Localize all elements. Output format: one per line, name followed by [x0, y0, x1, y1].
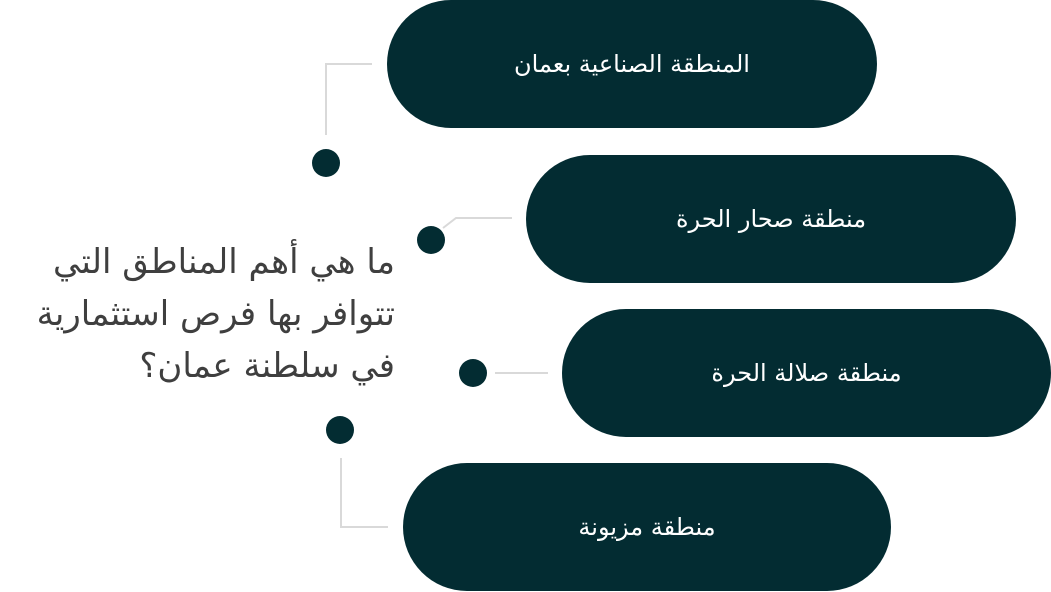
connector-line-3 — [340, 458, 388, 528]
zone-pill-sohar[interactable]: منطقة صحار الحرة — [526, 155, 1016, 283]
node-dot-3 — [326, 416, 354, 444]
zone-pill-label: منطقة صحار الحرة — [675, 205, 867, 233]
zone-pill-label: منطقة مزيونة — [578, 513, 716, 541]
question-line-1: ما هي أهم المناطق التي — [53, 242, 395, 282]
zone-pill-salalah[interactable]: منطقة صلالة الحرة — [562, 309, 1051, 437]
node-dot-0 — [312, 149, 340, 177]
question-line-3: في سلطنة عمان؟ — [139, 346, 395, 386]
question-heading: ما هي أهم المناطق التي تتوافر بها فرص اس… — [0, 236, 395, 392]
node-dot-2 — [459, 359, 487, 387]
node-dot-1 — [417, 226, 445, 254]
zone-pill-label: المنطقة الصناعية بعمان — [514, 50, 750, 78]
zone-pill-industrial-oman[interactable]: المنطقة الصناعية بعمان — [387, 0, 877, 128]
connector-line-0 — [325, 63, 372, 135]
zone-pill-label: منطقة صلالة الحرة — [711, 359, 902, 387]
connector-line-1 — [442, 217, 512, 229]
question-line-2: تتوافر بها فرص استثمارية — [36, 294, 395, 334]
zone-pill-mazyouna[interactable]: منطقة مزيونة — [403, 463, 891, 591]
